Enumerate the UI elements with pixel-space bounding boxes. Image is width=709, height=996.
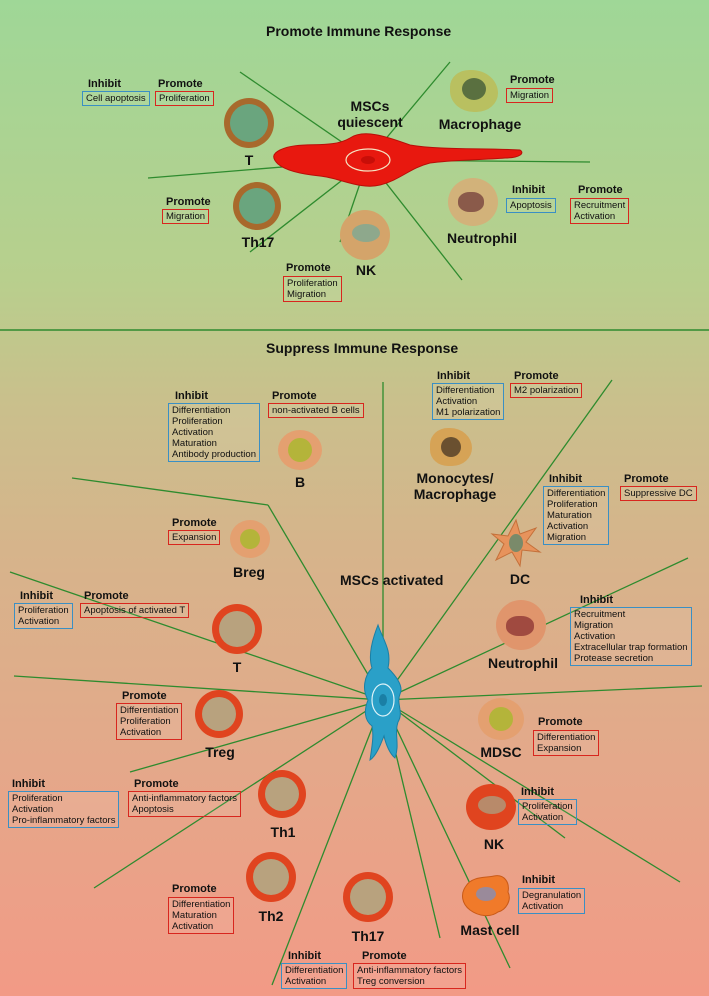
msc-activated-label: MSCs activated — [340, 572, 444, 588]
mdsc-label: MDSC — [480, 744, 522, 760]
treg-cell-icon — [195, 690, 243, 738]
top-t-label: T — [244, 152, 254, 168]
top-neutrophil-label: Neutrophil — [447, 230, 517, 246]
top-section-title: Promote Immune Response — [266, 23, 452, 39]
th2-promote-header: Promote — [172, 883, 217, 895]
bth17-promote-header: Promote — [362, 950, 407, 962]
top-macrophage-promote-box: Migration — [506, 88, 554, 103]
mono-inhibit-header: Inhibit — [437, 370, 470, 382]
dc-cell-icon — [490, 518, 542, 568]
mdsc-promote-header: Promote — [538, 716, 583, 728]
th2-label: Th2 — [258, 908, 284, 924]
bnk-icon — [466, 784, 516, 830]
top-nk-icon — [340, 210, 390, 260]
b-inhibit-header: Inhibit — [175, 390, 208, 402]
treg-label: Treg — [205, 744, 235, 760]
dc-label: DC — [509, 571, 531, 587]
th1-cell-icon — [258, 770, 306, 818]
top-macrophage-label: Macrophage — [438, 116, 522, 132]
bneutrophil-inhibit-header: Inhibit — [580, 594, 613, 606]
th1-inhibit-header: Inhibit — [12, 778, 45, 790]
bt-promote-box: Apoptosis of activated T — [80, 603, 190, 618]
mono-label: Monocytes/ Macrophage — [413, 470, 497, 502]
top-t-inhibit-header: Inhibit — [88, 78, 121, 90]
breg-label: Breg — [233, 564, 265, 580]
treg-promote-header: Promote — [122, 690, 167, 702]
b-promote-box: non-activated B cells — [268, 403, 364, 418]
dc-promote-header: Promote — [624, 473, 669, 485]
bth17-label: Th17 — [351, 928, 385, 944]
top-th17-label: Th17 — [241, 234, 275, 250]
th2-cell-icon — [246, 852, 296, 902]
bt-cell-icon — [212, 604, 262, 654]
t-cell-icon — [224, 98, 274, 148]
bt-label: T — [232, 659, 242, 675]
mast-inhibit-header: Inhibit — [522, 874, 555, 886]
top-t-promote-header: Promote — [158, 78, 203, 90]
b-cell-icon — [278, 430, 322, 470]
top-th17-promote-header: Promote — [166, 196, 211, 208]
bt-inhibit-header: Inhibit — [20, 590, 53, 602]
top-neutrophil-inhibit-header: Inhibit — [512, 184, 545, 196]
breg-promote-header: Promote — [172, 517, 217, 529]
top-neutrophil-icon — [448, 178, 498, 226]
bth17-inhibit-header: Inhibit — [288, 950, 321, 962]
mast-cell-icon — [462, 875, 510, 917]
dc-promote-box: Suppressive DC — [620, 486, 697, 501]
th1-label: Th1 — [270, 824, 296, 840]
msc-activated-icon — [364, 623, 402, 762]
msc-quiescent-icon — [273, 133, 523, 187]
b-promote-header: Promote — [272, 390, 317, 402]
bottom-section-title: Suppress Immune Response — [266, 340, 459, 356]
breg-cell-icon — [230, 520, 270, 558]
bnk-inhibit-header: Inhibit — [521, 786, 554, 798]
top-th17-promote-box: Migration — [162, 209, 210, 224]
th17-cell-icon — [233, 182, 281, 230]
top-t-promote-box: Proliferation — [155, 91, 214, 106]
bt-promote-header: Promote — [84, 590, 129, 602]
top-nk-label: NK — [355, 262, 377, 278]
th1-promote-header: Promote — [134, 778, 179, 790]
mono-promote-box: M2 polarization — [510, 383, 583, 398]
bnk-label: NK — [483, 836, 505, 852]
top-macrophage-promote-header: Promote — [510, 74, 555, 86]
bth17-cell-icon — [343, 872, 393, 922]
bneutrophil-label: Neutrophil — [488, 655, 558, 671]
b-label: B — [294, 474, 306, 490]
top-neutrophil-inhibit-box: Apoptosis — [506, 198, 556, 213]
top-t-inhibit-box: Cell apoptosis — [82, 91, 150, 106]
msc-quiescent-label: MSCs quiescent — [337, 98, 403, 130]
macrophage-icon — [450, 70, 498, 112]
breg-promote-box: Expansion — [168, 530, 221, 545]
dc-inhibit-header: Inhibit — [549, 473, 582, 485]
mono-promote-header: Promote — [514, 370, 559, 382]
mdsc-icon — [478, 698, 524, 740]
bneutrophil-icon — [496, 600, 546, 650]
top-nk-promote-header: Promote — [286, 262, 331, 274]
mast-label: Mast cell — [460, 922, 520, 938]
top-neutrophil-promote-header: Promote — [578, 184, 623, 196]
monocyte-icon — [430, 428, 472, 466]
